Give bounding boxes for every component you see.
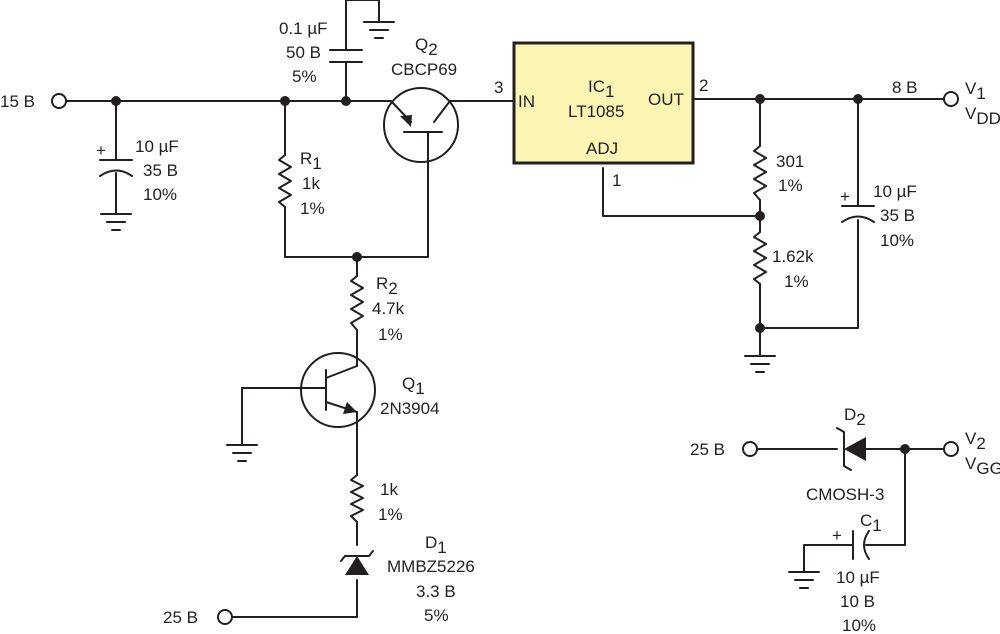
ic1-part: LT1085: [568, 102, 624, 121]
cin-tolerance: 10%: [143, 185, 177, 204]
input-25v-d2-terminal: [742, 441, 758, 457]
d1-part: MMBZ5226: [387, 557, 475, 576]
q2-name: Q2: [415, 35, 438, 59]
rfb2-tolerance: 1%: [784, 272, 809, 291]
resistor-rfb1: [753, 145, 767, 201]
cout-value: 10 µF: [873, 182, 917, 201]
input-15v-label: 15 B: [0, 92, 35, 111]
output-vdd-label: VDD: [965, 104, 1000, 128]
q1-name: Q1: [402, 374, 425, 398]
ctop-voltage: 50 B: [286, 43, 321, 62]
r3-tolerance: 1%: [378, 505, 403, 524]
junction-dots: [111, 94, 910, 454]
ic1-pin-out-number: 2: [699, 76, 708, 95]
c1-plus: +: [832, 526, 842, 545]
wires: [65, 0, 945, 618]
ground-symbol-cin: [100, 213, 132, 231]
input-15v-terminal: [51, 93, 67, 109]
ic1-pin-in-label: IN: [518, 92, 535, 111]
output-vgg-label: VGG: [965, 454, 1000, 478]
cin-value: 10 µF: [135, 137, 179, 156]
c1-value: 10 µF: [836, 568, 880, 587]
output-v2-label: V2: [965, 429, 986, 453]
ic1-name: IC1: [588, 77, 614, 101]
ic1-pin-adj-number: 1: [612, 171, 621, 190]
zener-diode-d1: [340, 550, 374, 575]
r1-value: 1k: [302, 174, 320, 193]
schottky-diode-d2: [836, 427, 866, 471]
output-v1-terminal: [943, 91, 959, 107]
r2-tolerance: 1%: [378, 325, 403, 344]
d2-name: D2: [844, 405, 866, 429]
rfb1-value: 301: [776, 152, 804, 171]
ic1-pin-in-number: 3: [494, 78, 503, 97]
r2-name: R2: [376, 274, 398, 298]
resistor-r1: [278, 154, 292, 208]
resistor-rfb2: [753, 231, 767, 285]
cout-tolerance: 10%: [880, 231, 914, 250]
ic1-body: [512, 41, 695, 165]
output-voltage-label: 8 B: [892, 78, 918, 97]
c1-tolerance: 10%: [842, 616, 876, 634]
ground-symbol-c1: [788, 571, 820, 589]
cin-plus: +: [96, 141, 106, 160]
cout-plus: +: [840, 187, 850, 206]
capacitor-cin: [99, 159, 133, 177]
transistor-q1: [300, 352, 376, 428]
resistor-r3: [350, 474, 364, 523]
output-v2-terminal: [943, 441, 959, 457]
rfb2-value: 1.62k: [772, 247, 814, 266]
ctop-tolerance: 5%: [292, 67, 317, 86]
capacitor-cout: [841, 205, 875, 223]
d2-part: CMOSH-3: [806, 485, 884, 504]
ic1-pin-out-label: OUT: [648, 90, 684, 109]
ground-symbol-q1: [226, 444, 258, 462]
cin-voltage: 35 B: [143, 161, 178, 180]
resistor-r2: [350, 275, 364, 331]
capacitor-ctop: [329, 49, 363, 63]
ctop-value: 0.1 µF: [279, 19, 328, 38]
rfb1-tolerance: 1%: [778, 176, 803, 195]
cout-voltage: 35 B: [880, 206, 915, 225]
input-25v-d2-label: 25 B: [690, 440, 725, 459]
transistor-q2: [383, 87, 459, 163]
output-v1-label: V1: [965, 79, 986, 103]
c1-name: C1: [860, 511, 882, 535]
d1-name: D1: [425, 533, 447, 557]
input-25v-d1-terminal: [217, 609, 233, 625]
capacitor-c1: [852, 530, 870, 560]
input-25v-d1-label: 25 B: [163, 608, 198, 627]
d1-voltage: 3.3 B: [416, 582, 456, 601]
ground-symbol-ctop: [363, 21, 395, 39]
r3-value: 1k: [380, 480, 398, 499]
q2-part: CBCP69: [391, 60, 457, 79]
ground-symbol-feedback: [744, 355, 776, 373]
r1-name: R1: [300, 149, 322, 173]
r1-tolerance: 1%: [300, 199, 325, 218]
ic1-pin-adj-label: ADJ: [586, 139, 618, 158]
q1-part: 2N3904: [380, 399, 440, 418]
c1-voltage: 10 B: [840, 592, 875, 611]
d1-tolerance: 5%: [424, 606, 449, 625]
r2-value: 4.7k: [372, 299, 405, 318]
